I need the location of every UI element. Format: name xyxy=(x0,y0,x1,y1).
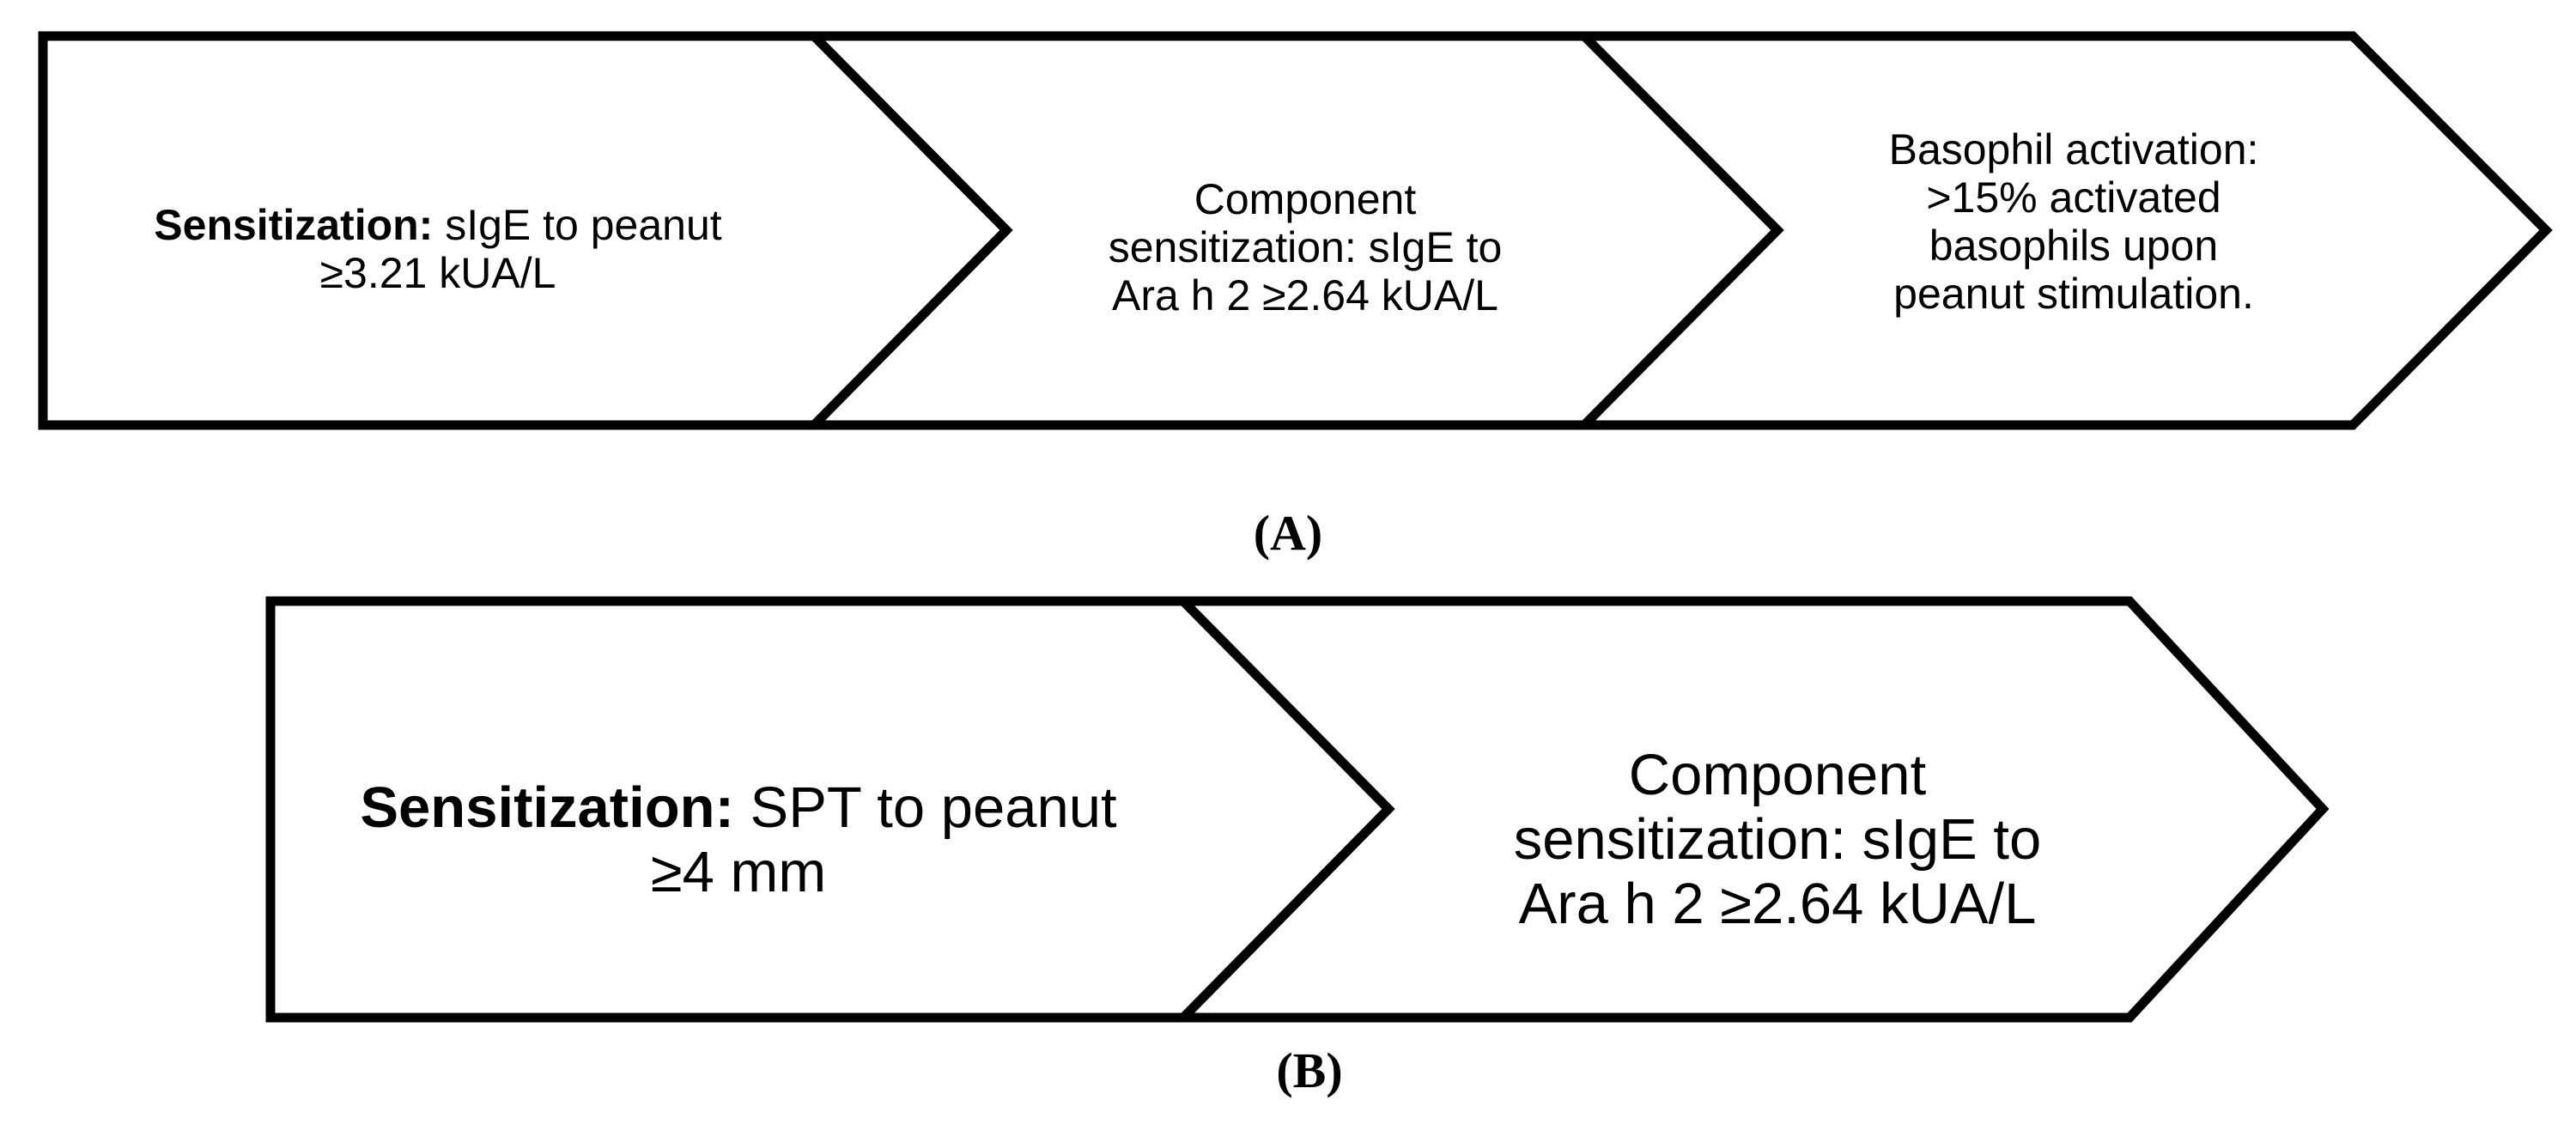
panel-b-caption: (B) xyxy=(1276,1043,1343,1098)
panel-b-divider-1 xyxy=(1180,598,1395,1021)
panel-a-step-1-label: Sensitization: sIgE to peanut ≥3.21 kUA/… xyxy=(60,153,816,297)
panel-a-divider-1 xyxy=(811,33,1013,429)
panel-a-step-1-rest: sIgE to peanut ≥3.21 kUA/L xyxy=(319,201,722,297)
panel-b-step-2-label: Component sensitization: sIgE to Ara h 2… xyxy=(1417,678,2138,936)
panel-a-chevron-band xyxy=(38,31,2553,430)
panel-a-band-fill xyxy=(43,36,2546,425)
panel-b-step-1-rest: SPT to peanut ≥4 mm xyxy=(650,775,1117,905)
panel-b-step-1-lead: Sensitization: xyxy=(360,775,734,841)
panel-a-step-2-rest: Component sensitization: sIgE to Ara h 2… xyxy=(1108,175,1503,319)
panel-a-step-3-label: Basophil activation: >15% activated baso… xyxy=(1790,77,2357,318)
panel-a-step-3-rest: Basophil activation: >15% activated baso… xyxy=(1888,125,2259,318)
panel-b-chevron-band xyxy=(265,596,2330,1023)
panel-a-divider-2 xyxy=(1581,33,1784,429)
panel-a-step-2-label: Component sensitization: sIgE to Ara h 2… xyxy=(1022,127,1589,319)
panel-b-band-fill xyxy=(270,601,2323,1018)
panel-b-step-2-rest: Component sensitization: sIgE to Ara h 2… xyxy=(1513,743,2042,937)
panel-b-band-outline xyxy=(265,596,2330,1023)
panel-a-band-outline xyxy=(38,31,2553,430)
panel-a-step-1-lead: Sensitization: xyxy=(154,201,434,249)
panel-b-step-1-label: Sensitization: SPT to peanut ≥4 mm xyxy=(283,711,1194,904)
panel-a-caption: (A) xyxy=(1253,505,1323,561)
